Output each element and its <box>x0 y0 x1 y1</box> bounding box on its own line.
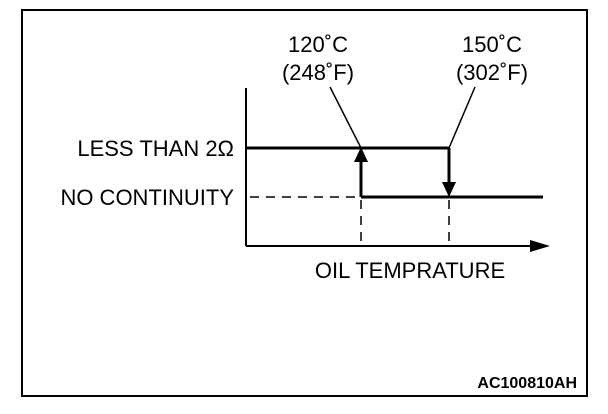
fall-celsius-label: 150˚C <box>462 32 522 57</box>
diagram-frame <box>21 9 588 397</box>
high-level-label: LESS THAN 2Ω <box>77 136 234 161</box>
fall-fahrenheit-label: (302˚F) <box>456 60 528 85</box>
x-axis-arrowhead <box>530 240 550 252</box>
x-axis-label: OIL TEMPRATURE <box>315 258 505 283</box>
rise-fahrenheit-label: (248˚F) <box>282 60 354 85</box>
fall-arrowhead <box>442 182 456 197</box>
figure-code: AC100810AH <box>477 375 577 392</box>
rise-arrowhead <box>354 147 368 162</box>
fall-callout-leader <box>448 86 476 149</box>
rise-celsius-label: 120˚C <box>288 32 348 57</box>
rise-callout-leader <box>329 86 362 149</box>
low-level-label: NO CONTINUITY <box>60 185 234 210</box>
